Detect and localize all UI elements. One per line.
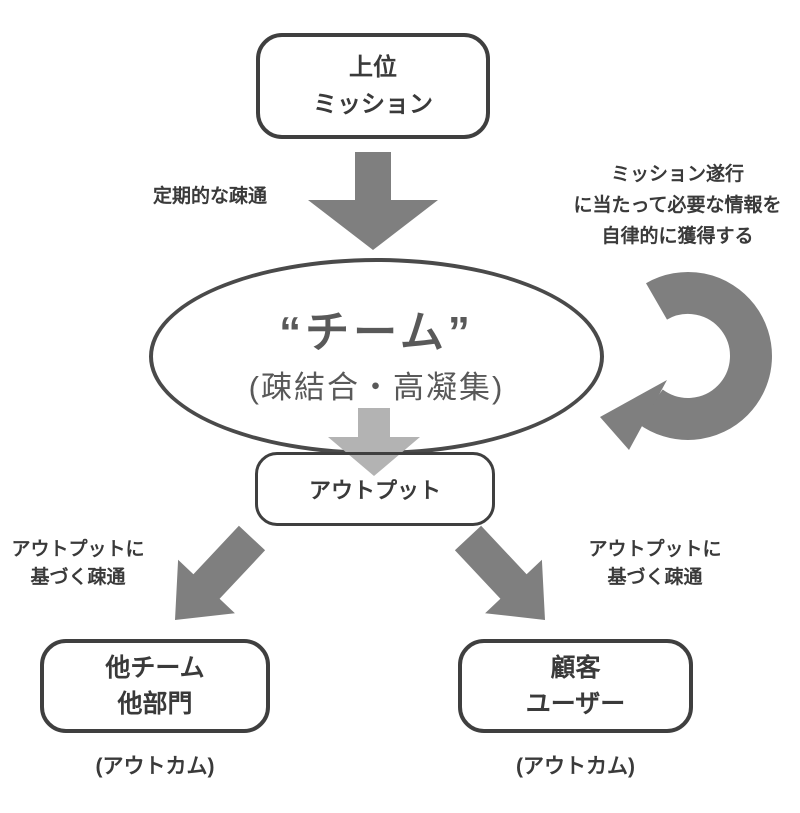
team-subtitle: (疎結合・高凝集) bbox=[248, 369, 505, 405]
down-left-arrow-shape bbox=[175, 525, 266, 620]
other-teams-box: 他チーム 他部門 bbox=[40, 639, 270, 733]
other-teams-box-line2: 他部門 bbox=[117, 690, 193, 718]
team-title: “チーム” bbox=[279, 307, 474, 357]
output-box-label: アウトプット bbox=[308, 478, 441, 503]
output-based-label-right-line2: 基づく疎通 bbox=[607, 567, 703, 588]
mission-note-line1: ミッション遂行 bbox=[610, 164, 744, 185]
loop-arrow-arc bbox=[637, 271, 772, 440]
mission-note-line2: に当たって必要な情報を bbox=[573, 195, 782, 216]
output-based-label-left-line1: アウトプットに bbox=[11, 539, 145, 560]
other-teams-box-line1: 他チーム bbox=[105, 654, 205, 682]
down-right-arrow-icon bbox=[454, 525, 545, 620]
loop-arrow-icon bbox=[600, 271, 772, 450]
down-right-arrow-shape bbox=[454, 525, 545, 620]
output-box: アウトプット bbox=[255, 452, 495, 526]
customers-box-line2: ユーザー bbox=[525, 690, 626, 718]
outcome-caption-left: (アウトカム) bbox=[95, 755, 215, 778]
outcome-caption-right: (アウトカム) bbox=[516, 755, 635, 778]
down-arrow-icon bbox=[308, 152, 438, 250]
top-mission-box-line1: 上位 bbox=[349, 54, 397, 81]
output-based-label-right-line1: アウトプットに bbox=[588, 539, 722, 560]
mission-note-line3: 自律的に獲得する bbox=[601, 226, 754, 247]
output-based-label-left: アウトプットに 基づく疎通 bbox=[0, 536, 156, 592]
output-based-label-right: アウトプットに 基づく疎通 bbox=[577, 536, 733, 592]
top-mission-box-line2: ミッション bbox=[313, 91, 433, 118]
light-down-arrow-icon bbox=[328, 408, 420, 476]
light-down-arrow-shape bbox=[328, 408, 420, 476]
periodic-communication-label: 定期的な疎通 bbox=[152, 186, 267, 207]
mission-note: ミッション遂行 に当たって必要な情報を 自律的に獲得する bbox=[555, 159, 800, 252]
down-left-arrow-icon bbox=[175, 525, 266, 620]
loop-arrow-head bbox=[600, 380, 667, 450]
customers-box: 顧客 ユーザー bbox=[458, 639, 693, 733]
customers-box-line1: 顧客 bbox=[550, 654, 601, 682]
down-arrow-shape bbox=[308, 152, 438, 250]
top-mission-box: 上位 ミッション bbox=[256, 33, 490, 139]
output-based-label-left-line2: 基づく疎通 bbox=[30, 567, 126, 588]
